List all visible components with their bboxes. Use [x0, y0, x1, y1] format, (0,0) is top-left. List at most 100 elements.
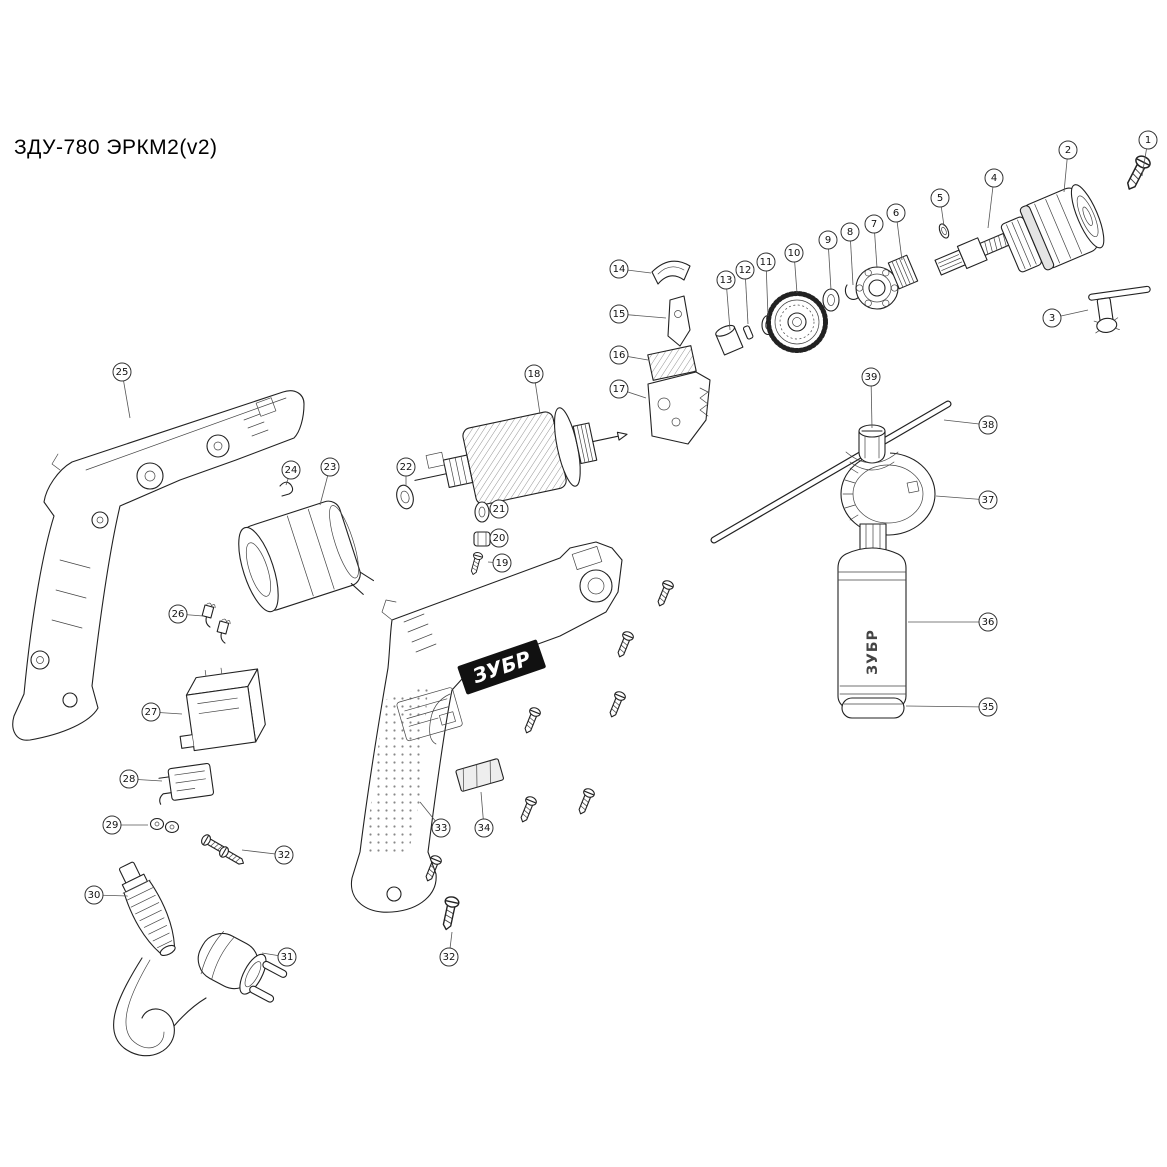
part-sleeve-13 — [715, 324, 744, 356]
part-screw — [516, 794, 539, 825]
part-brush-2 — [214, 617, 232, 644]
svg-text:2: 2 — [1065, 145, 1071, 156]
part-terminal — [149, 817, 180, 834]
part-screw — [605, 689, 628, 720]
callout-17: 17 — [609, 379, 629, 399]
callout-1: 1 — [1138, 130, 1158, 150]
part-screw — [653, 578, 676, 609]
part-screw — [574, 786, 597, 817]
part-screw — [613, 629, 636, 660]
svg-text:37: 37 — [982, 495, 995, 506]
callout-29: 29 — [102, 815, 122, 835]
svg-text:36: 36 — [982, 617, 995, 628]
svg-text:10: 10 — [788, 248, 801, 259]
part-bearing-7 — [855, 266, 899, 310]
part-washer-9 — [822, 288, 840, 312]
part-brush-1 — [199, 601, 217, 628]
svg-text:22: 22 — [400, 462, 413, 473]
part-chuck-screw — [1121, 153, 1153, 194]
callout-28: 28 — [119, 769, 139, 789]
svg-text:38: 38 — [982, 420, 995, 431]
part-washer-5 — [938, 223, 950, 239]
svg-text:39: 39 — [865, 372, 878, 383]
callout-24: 24 — [281, 460, 301, 480]
svg-text:8: 8 — [847, 227, 853, 238]
callout-36: 36 — [978, 612, 998, 632]
svg-text:28: 28 — [123, 774, 136, 785]
svg-text:32: 32 — [278, 850, 291, 861]
callout-19: 19 — [492, 553, 512, 573]
part-stator-clip — [279, 481, 294, 497]
callout-11: 11 — [756, 252, 776, 272]
part-lever-15 — [667, 295, 691, 347]
part-selector-17 — [647, 371, 711, 445]
svg-text:26: 26 — [172, 609, 185, 620]
callout-6: 6 — [886, 203, 906, 223]
callout-20: 20 — [489, 528, 509, 548]
part-depth-rod — [710, 400, 952, 544]
svg-text:30: 30 — [88, 890, 101, 901]
callout-38: 38 — [978, 415, 998, 435]
part-armature — [414, 407, 628, 505]
part-screw — [438, 894, 461, 932]
part-pinion-6 — [887, 254, 919, 290]
svg-text:12: 12 — [739, 265, 752, 276]
callout-12: 12 — [735, 260, 755, 280]
part-handle-grip: ЗУБР — [837, 523, 907, 715]
callout-34: 34 — [474, 818, 494, 838]
callout-22: 22 — [396, 457, 416, 477]
callout-2: 2 — [1058, 140, 1078, 160]
callout-4: 4 — [984, 168, 1004, 188]
svg-text:11: 11 — [760, 257, 773, 268]
leader-line — [905, 705, 989, 708]
callout-7: 7 — [864, 214, 884, 234]
part-plug — [197, 931, 288, 1003]
part-power-cord — [113, 957, 207, 1057]
part-cam-14 — [651, 260, 691, 285]
svg-text:34: 34 — [478, 823, 491, 834]
svg-text:1: 1 — [1145, 135, 1151, 146]
svg-text:19: 19 — [496, 558, 509, 569]
part-grommet-20 — [473, 531, 491, 547]
part-bearing-sleeve-21 — [474, 501, 490, 523]
part-cord-guard — [119, 861, 176, 957]
callout-18: 18 — [524, 364, 544, 384]
svg-text:13: 13 — [720, 275, 733, 286]
callout-32: 32 — [439, 947, 459, 967]
svg-text:21: 21 — [493, 504, 506, 515]
svg-text:33: 33 — [435, 823, 448, 834]
part-pin-12 — [742, 325, 754, 340]
svg-text:18: 18 — [528, 369, 541, 380]
callout-39: 39 — [861, 367, 881, 387]
svg-text:14: 14 — [613, 264, 626, 275]
svg-text:20: 20 — [493, 533, 506, 544]
part-housing-left-shell — [12, 390, 305, 741]
part-chuck-key — [1088, 285, 1151, 334]
part-handle-cap — [841, 697, 905, 719]
callouts-layer: 1234567891011121314151617181920212223242… — [84, 130, 1158, 967]
handle-brand-label: ЗУБР — [865, 629, 881, 675]
callout-10: 10 — [784, 243, 804, 263]
svg-text:16: 16 — [613, 350, 626, 361]
callout-16: 16 — [609, 345, 629, 365]
svg-text:9: 9 — [825, 235, 831, 246]
part-housing-right-shell: ЗУБР — [350, 541, 623, 913]
callout-32: 32 — [274, 845, 294, 865]
part-capacitor — [158, 762, 215, 805]
svg-text:5: 5 — [937, 193, 943, 204]
part-switch — [179, 667, 266, 752]
svg-text:29: 29 — [106, 820, 119, 831]
part-clamp-screw — [845, 424, 899, 471]
callout-21: 21 — [489, 499, 509, 519]
svg-text:15: 15 — [613, 309, 626, 320]
svg-text:24: 24 — [285, 465, 298, 476]
callout-5: 5 — [930, 188, 950, 208]
part-screw-19 — [468, 551, 484, 577]
svg-text:6: 6 — [893, 208, 899, 219]
part-screw — [520, 705, 543, 736]
part-brush-cover — [455, 758, 504, 792]
svg-text:4: 4 — [991, 173, 997, 184]
part-stator — [238, 500, 375, 613]
